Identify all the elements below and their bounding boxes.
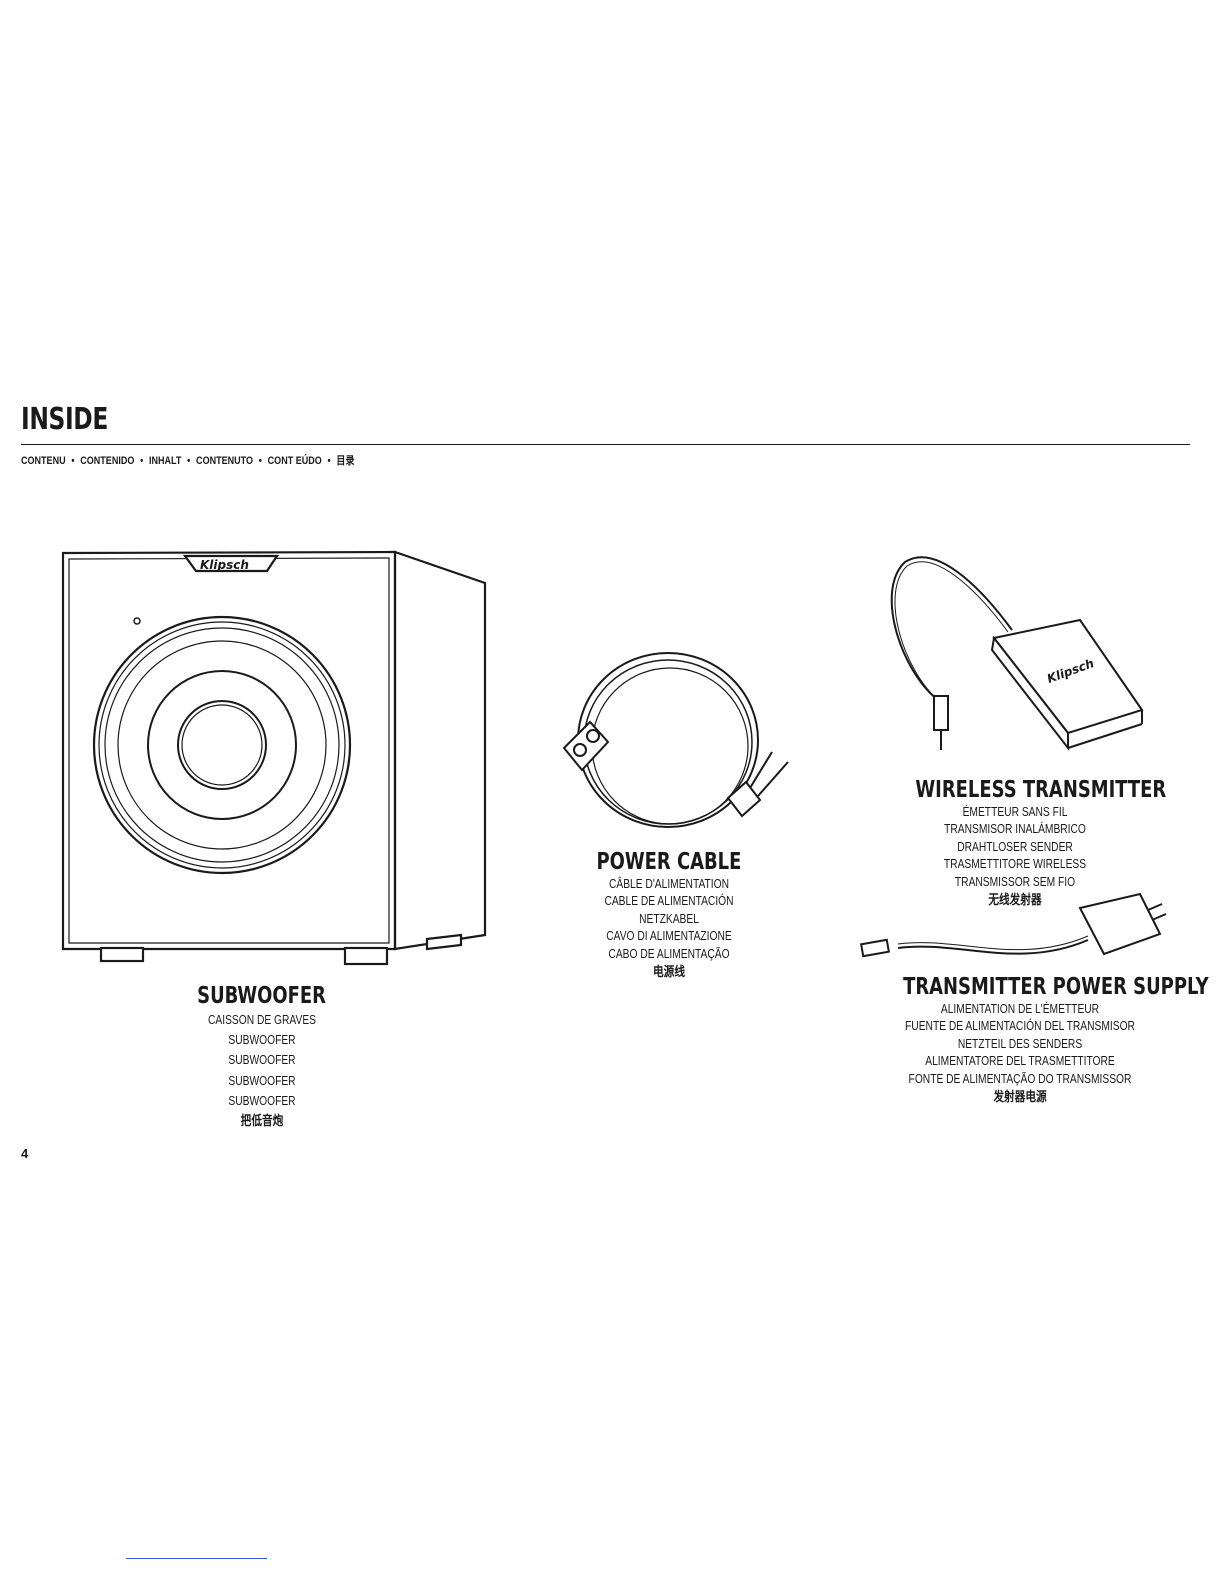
- power-cable-translation-zh: 电源线: [652, 964, 685, 980]
- language-label-fr: CONTENU: [21, 455, 66, 467]
- subwoofer-translation-zh: 把低音炮: [240, 1113, 284, 1129]
- title-divider: [21, 444, 1190, 445]
- wireless-transmitter-block: WIRELESS TRANSMITTER ÉMETTEUR SANS FIL T…: [880, 776, 1166, 908]
- languages-subtitle: CONTENU • CONTENIDO • INHALT • CONTENUTO • CONT …: [21, 452, 354, 468]
- wireless-transmitter-translation-de: DRAHTLOSER SENDER: [957, 839, 1073, 854]
- language-label-pt: CONT EÚDO: [267, 455, 322, 467]
- subwoofer-translation-de: SUBWOOFER: [228, 1053, 296, 1068]
- power-cable-illustration: [562, 652, 789, 828]
- subwoofer-block: SUBWOOFER CAISSON DE GRAVES SUBWOOFER SU…: [142, 982, 382, 1131]
- page-title: INSIDE: [21, 402, 108, 437]
- subwoofer-translation-es: SUBWOOFER: [228, 1033, 296, 1048]
- power-supply-translation-fr: ALIMENTATION DE L'ÉMETTEUR: [940, 1002, 1100, 1016]
- wireless-transmitter-title: WIRELESS TRANSMITTER: [915, 777, 1167, 803]
- power-cable-translation-it: CAVO DI ALIMENTAZIONE: [606, 929, 732, 944]
- power-cable-block: POWER CABLE CÂBLE D'ALIMENTATION CABLE D…: [549, 848, 789, 980]
- power-supply-translation-it: ALIMENTATORE DEL TRASMETTITORE: [925, 1054, 1115, 1069]
- power-supply-translation-zh: 发射器电源: [993, 1089, 1047, 1105]
- language-label-es: CONTENIDO: [80, 455, 135, 467]
- power-cable-translation-pt: CABO DE ALIMENTAÇÃO: [608, 946, 730, 961]
- power-supply-translation-de: NETZTEIL DES SENDERS: [957, 1036, 1083, 1051]
- page-number: 4: [21, 1146, 29, 1161]
- power-cable-translation-de: NETZKABEL: [639, 911, 699, 926]
- subwoofer-translation-pt: SUBWOOFER: [228, 1093, 296, 1108]
- separator-dot: •: [258, 455, 262, 467]
- subwoofer-logo: Klipsch: [200, 558, 249, 572]
- wireless-transmitter-translation-es: TRANSMISOR INALÁMBRICO: [944, 822, 1086, 837]
- language-label-de: INHALT: [149, 455, 182, 467]
- wireless-transmitter-translation-zh: 无线发射器: [988, 892, 1042, 908]
- power-cable-title: POWER CABLE: [596, 849, 742, 875]
- power-supply-illustration: [859, 892, 1167, 958]
- subwoofer-translation-fr: CAISSON DE GRAVES: [207, 1013, 317, 1027]
- wireless-transmitter-translation-fr: ÉMETTEUR SANS FIL: [962, 805, 1068, 819]
- separator-dot: •: [327, 455, 331, 467]
- footnote-link-underline[interactable]: [126, 1558, 267, 1559]
- language-label-zh: 目录: [336, 455, 355, 467]
- separator-dot: •: [140, 455, 144, 467]
- subwoofer-title: SUBWOOFER: [197, 983, 327, 1009]
- wireless-transmitter-illustration: [890, 556, 1144, 751]
- separator-dot: •: [71, 455, 75, 467]
- power-supply-block: TRANSMITTER POWER SUPPLY ALIMENTATION DE…: [860, 973, 1209, 1105]
- wireless-transmitter-translation-pt: TRANSMISSOR SEM FIO: [954, 874, 1076, 889]
- power-cable-translation-fr: CÂBLE D'ALIMENTATION: [608, 877, 730, 891]
- wireless-transmitter-translation-it: TRASMETTITORE WIRELESS: [943, 857, 1087, 872]
- language-label-it: CONTENUTO: [196, 455, 254, 467]
- subwoofer-translation-it: SUBWOOFER: [228, 1073, 296, 1088]
- power-supply-title: TRANSMITTER POWER SUPPLY: [903, 974, 1209, 1000]
- power-supply-translation-es: FUENTE DE ALIMENTACIÓN DEL TRANSMISOR: [905, 1019, 1135, 1034]
- separator-dot: •: [187, 455, 191, 467]
- power-supply-translation-pt: FONTE DE ALIMENTAÇÃO DO TRANSMISSOR: [908, 1071, 1132, 1086]
- power-cable-translation-es: CABLE DE ALIMENTACIÓN: [604, 894, 734, 909]
- subwoofer-illustration: [61, 550, 487, 966]
